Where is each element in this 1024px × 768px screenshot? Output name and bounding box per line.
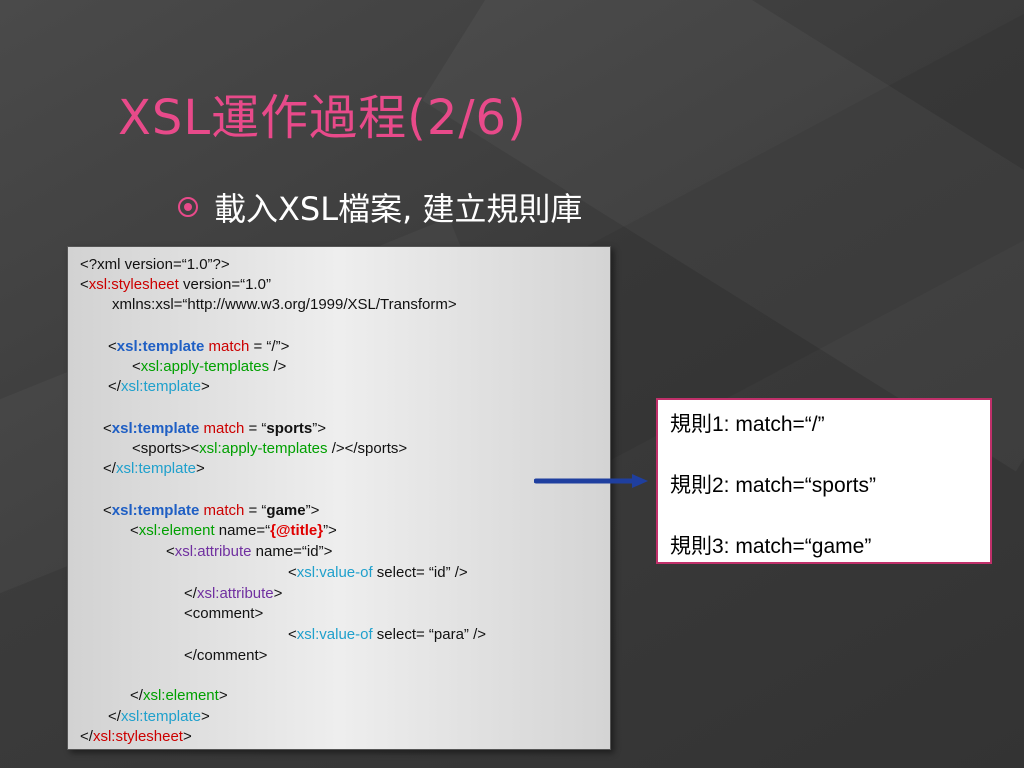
code-text: select= “para” /> <box>372 626 487 643</box>
code-keyword: xsl:attribute <box>196 585 274 602</box>
code-line: </xsl:stylesheet> <box>80 728 192 746</box>
code-text: /></sports> <box>327 440 408 457</box>
code-line: </xsl:template> <box>103 460 205 478</box>
code-keyword: xsl:template <box>115 460 196 477</box>
code-line: <sports><xsl:apply-templates /></sports> <box>132 440 407 458</box>
code-text: < <box>80 276 89 293</box>
code-text: < <box>108 338 117 355</box>
code-text: < <box>132 358 141 375</box>
code-line: </comment> <box>184 647 267 665</box>
code-text: ”> <box>312 420 327 437</box>
code-value: game <box>266 502 306 519</box>
code-line: <xsl:apply-templates /> <box>132 358 286 376</box>
code-line: xmlns:xsl=“http://www.w3.org/1999/XSL/Tr… <box>112 296 457 314</box>
arrow-right-icon <box>534 474 648 488</box>
bullet-text: 載入XSL檔案, 建立規則庫 <box>214 190 583 228</box>
code-keyword: xsl:stylesheet <box>92 728 183 745</box>
code-line: </xsl:attribute> <box>184 585 282 603</box>
slide-title: XSL運作過程(2/6) <box>118 90 527 146</box>
circle-bullet-icon <box>178 197 198 217</box>
code-line: <xsl:template match = “game”> <box>103 502 319 520</box>
rules-box: 規則1: match=“/” 規則2: match=“sports” 規則3: … <box>656 398 992 564</box>
code-text: = “/”> <box>249 338 290 355</box>
code-text: select= “id” /> <box>372 564 468 581</box>
code-line: <xsl:value-of select= “para” /> <box>288 626 486 644</box>
code-keyword: xsl:template <box>116 338 205 355</box>
code-line: </xsl:template> <box>108 378 210 396</box>
code-keyword: xsl:value-of <box>296 564 373 581</box>
code-keyword: xsl:template <box>111 502 200 519</box>
code-keyword: xsl:template <box>120 708 201 725</box>
code-text: </ <box>103 460 116 477</box>
code-keyword: xsl:template <box>111 420 200 437</box>
code-text: name=“ <box>214 522 271 539</box>
code-keyword: xsl:stylesheet <box>88 276 179 293</box>
code-text: > <box>195 460 205 477</box>
code-text: < <box>103 502 112 519</box>
code-line: <xsl:template match = “/”> <box>108 338 289 356</box>
code-text: ”> <box>323 522 337 539</box>
code-value: sports <box>266 420 313 437</box>
code-keyword: match <box>204 338 250 355</box>
code-text: /> <box>269 358 287 375</box>
code-line: <xsl:attribute name=“id”> <box>166 543 332 561</box>
code-line: </xsl:template> <box>108 708 210 726</box>
code-text: < <box>130 522 139 539</box>
code-text: name=“id”> <box>251 543 333 560</box>
code-keyword: xsl:attribute <box>174 543 252 560</box>
code-text: </comment> <box>184 647 268 664</box>
xsl-code-box: <?xml version=“1.0”?> <xsl:stylesheet ve… <box>67 246 611 750</box>
code-text: <comment> <box>184 605 264 622</box>
code-text: </ <box>108 708 121 725</box>
code-keyword: match <box>199 420 245 437</box>
code-keyword: xsl:element <box>138 522 215 539</box>
code-text: </ <box>130 687 143 704</box>
code-text: < <box>288 626 297 643</box>
code-text: > <box>218 687 228 704</box>
code-text: ”> <box>305 502 320 519</box>
code-keyword: match <box>199 502 245 519</box>
code-text: version=“1.0” <box>178 276 271 293</box>
code-keyword: xsl:apply-templates <box>140 358 270 375</box>
code-line: <xsl:stylesheet version=“1.0” <box>80 276 271 294</box>
code-line: <xsl:element name=“{@title}”> <box>130 522 337 540</box>
code-line: <?xml version=“1.0”?> <box>80 256 230 274</box>
code-text: > <box>273 585 283 602</box>
code-text: > <box>182 728 192 745</box>
code-keyword: xsl:template <box>120 378 201 395</box>
code-line: <comment> <box>184 605 263 623</box>
code-text: </ <box>108 378 121 395</box>
code-text: <?xml version=“1.0”?> <box>80 256 230 273</box>
code-text: < <box>166 543 175 560</box>
rule-line: 規則2: match=“sports” <box>670 474 876 497</box>
code-text: < <box>103 420 112 437</box>
code-text: = “ <box>244 502 267 519</box>
code-line: <xsl:template match = “sports”> <box>103 420 326 438</box>
code-line: </xsl:element> <box>130 687 228 705</box>
rule-line: 規則1: match=“/” <box>670 413 825 436</box>
code-line: <xsl:value-of select= “id” /> <box>288 564 468 582</box>
bullet-item: 載入XSL檔案, 建立規則庫 <box>178 184 582 230</box>
code-value: {@title} <box>270 522 324 539</box>
code-text: > <box>200 378 210 395</box>
code-text: xmlns:xsl=“http://www.w3.org/1999/XSL/Tr… <box>112 296 457 313</box>
code-text: <sports>< <box>132 440 200 457</box>
code-keyword: xsl:element <box>142 687 219 704</box>
code-text: </ <box>80 728 93 745</box>
code-text: > <box>200 708 210 725</box>
code-text: = “ <box>244 420 267 437</box>
code-text: </ <box>184 585 197 602</box>
rule-line: 規則3: match=“game” <box>670 535 872 558</box>
code-text: < <box>288 564 297 581</box>
code-keyword: xsl:apply-templates <box>199 440 328 457</box>
code-keyword: xsl:value-of <box>296 626 373 643</box>
